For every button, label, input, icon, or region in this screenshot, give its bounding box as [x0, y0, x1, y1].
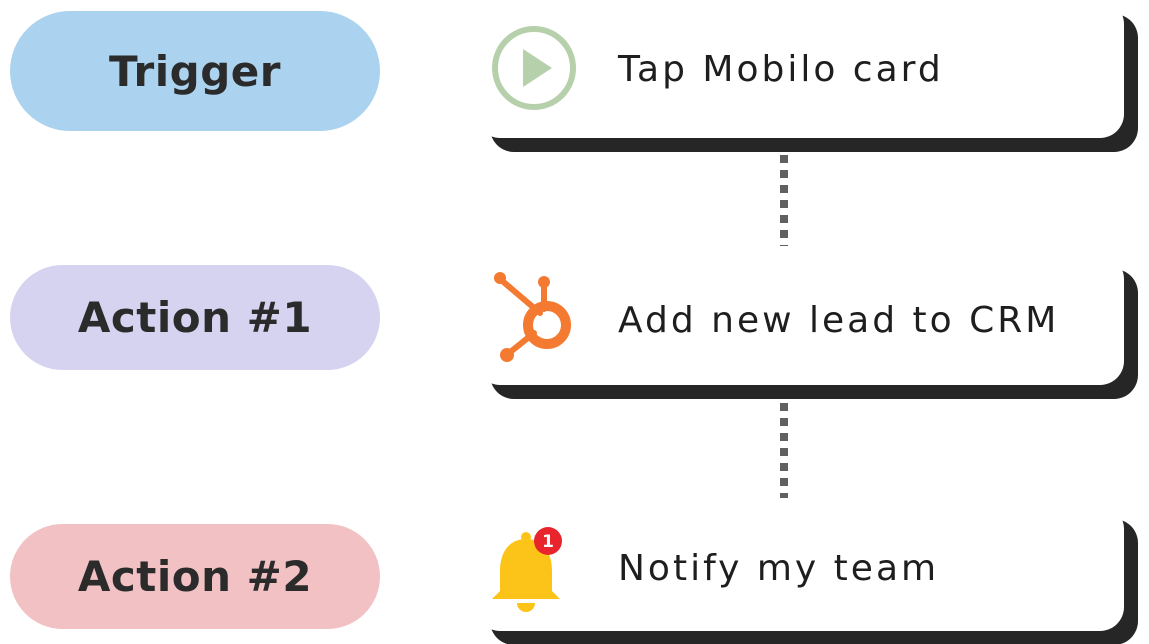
hubspot-icon	[494, 272, 571, 362]
dotted-connector-1	[780, 140, 788, 246]
step-card-action-2: 1 Notify my team	[476, 505, 1124, 631]
bell-icon: 1	[492, 527, 562, 612]
stage-label-action-1: Action #1	[77, 293, 313, 342]
step-text-action-1: Add new lead to CRM	[618, 299, 1060, 341]
step-text-action-2: Notify my team	[618, 547, 940, 589]
play-icon	[492, 26, 576, 110]
step-card-trigger: Tap Mobilo card	[476, 0, 1124, 138]
dotted-connector-2	[780, 388, 788, 498]
stage-label-trigger: Trigger	[109, 46, 281, 96]
stage-pill-trigger: Trigger	[10, 11, 380, 131]
stage-label-action-2: Action #2	[77, 552, 313, 601]
notification-badge-count: 1	[542, 532, 554, 552]
step-text-trigger: Tap Mobilo card	[618, 48, 944, 90]
stage-pill-action-1: Action #1	[10, 265, 380, 370]
stage-pill-action-2: Action #2	[10, 524, 380, 629]
step-card-action-1: Add new lead to CRM	[476, 255, 1124, 385]
